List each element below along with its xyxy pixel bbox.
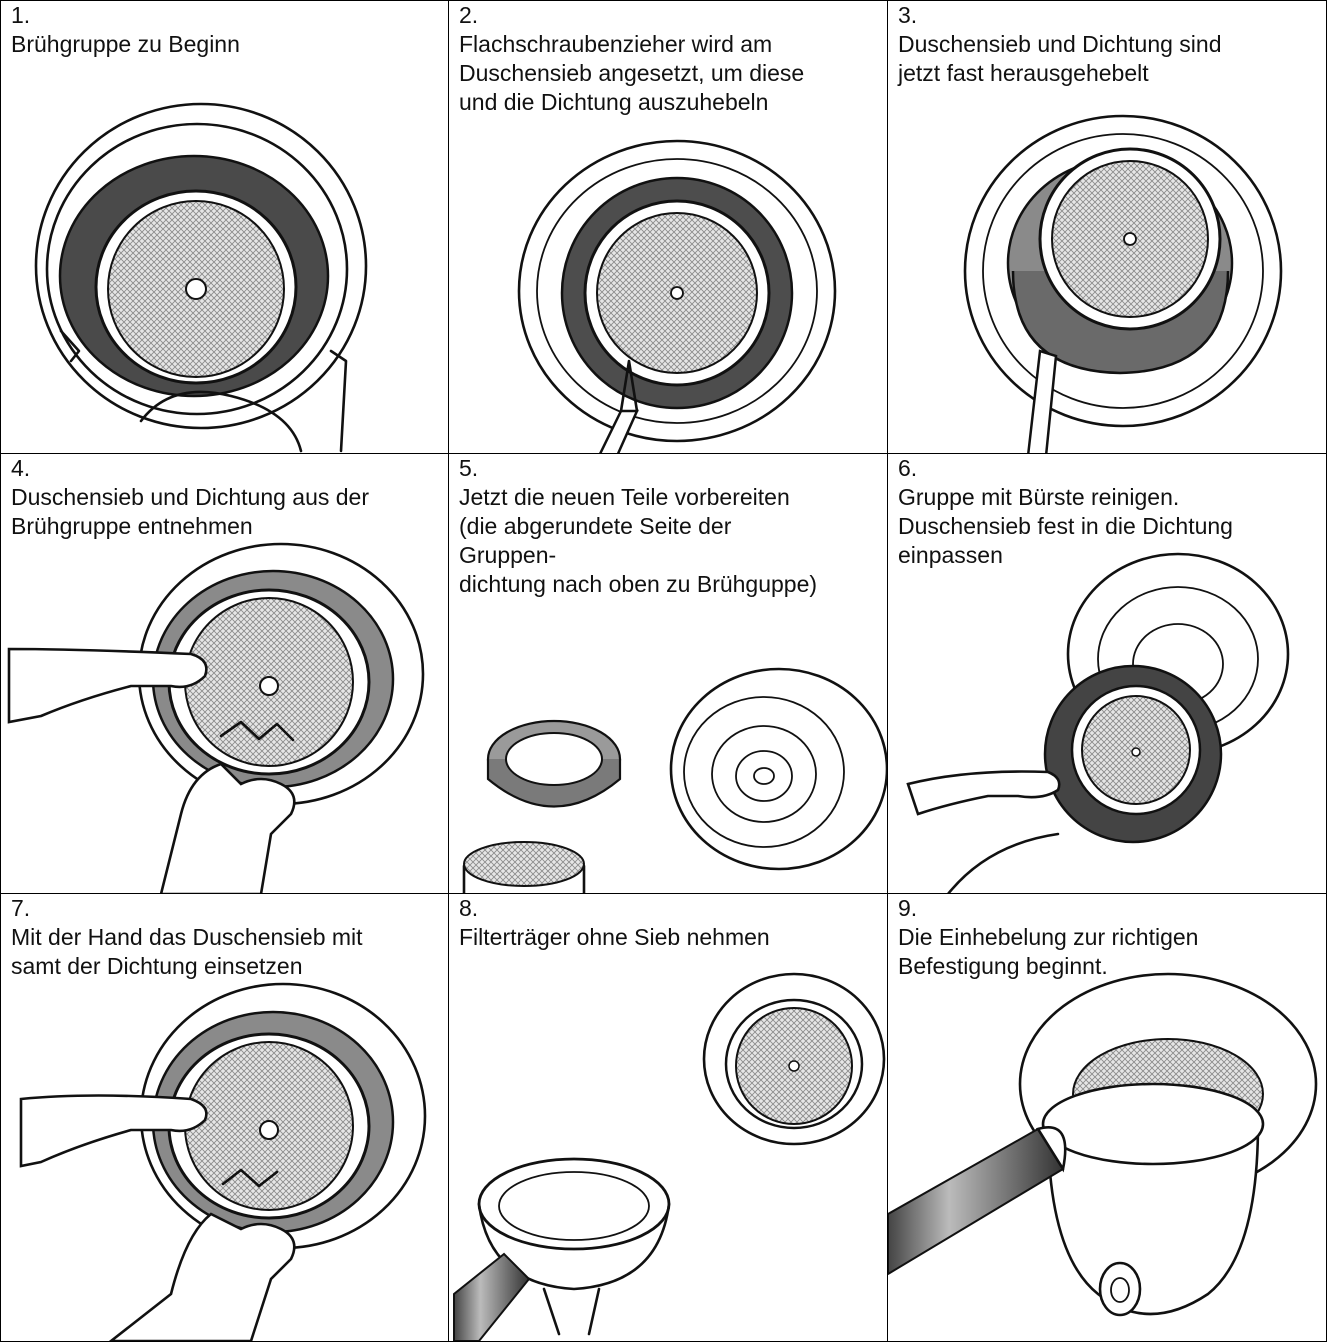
step-cell-5: 5.Jetzt die neuen Teile vorbereiten (die… — [449, 454, 888, 894]
hand-inserting-shower-screen-icon — [1, 894, 449, 1341]
step-cell-2: 2.Flachschraubenzieher wird am Duschensi… — [449, 1, 888, 454]
screwdriver-on-shower-screen-icon — [449, 1, 888, 454]
screen-fitted-into-gasket-icon — [888, 454, 1326, 894]
portafilter-locking-in-icon — [888, 894, 1326, 1341]
step-cell-6: 6.Gruppe mit Bürste reinigen. Duschensie… — [888, 454, 1326, 894]
step-cell-8: 8.Filterträger ohne Sieb nehmen — [449, 894, 888, 1341]
step-cell-3: 3.Duschensieb und Dichtung sind jetzt fa… — [888, 1, 1326, 454]
brew-group-initial-icon — [1, 1, 449, 454]
shower-screen-levered-out-icon — [888, 1, 1326, 454]
step-cell-1: 1.Brühgruppe zu Beginn — [1, 1, 449, 454]
portafilter-without-basket-icon — [449, 894, 888, 1341]
hand-removing-shower-screen-icon — [1, 454, 449, 894]
new-gasket-and-screen-icon — [449, 454, 888, 894]
step-cell-9: 9.Die Einhebelung zur richtigen Befestig… — [888, 894, 1326, 1341]
step-cell-7: 7.Mit der Hand das Duschensieb mit samt … — [1, 894, 449, 1341]
step-cell-4: 4.Duschensieb und Dichtung aus der Brühg… — [1, 454, 449, 894]
